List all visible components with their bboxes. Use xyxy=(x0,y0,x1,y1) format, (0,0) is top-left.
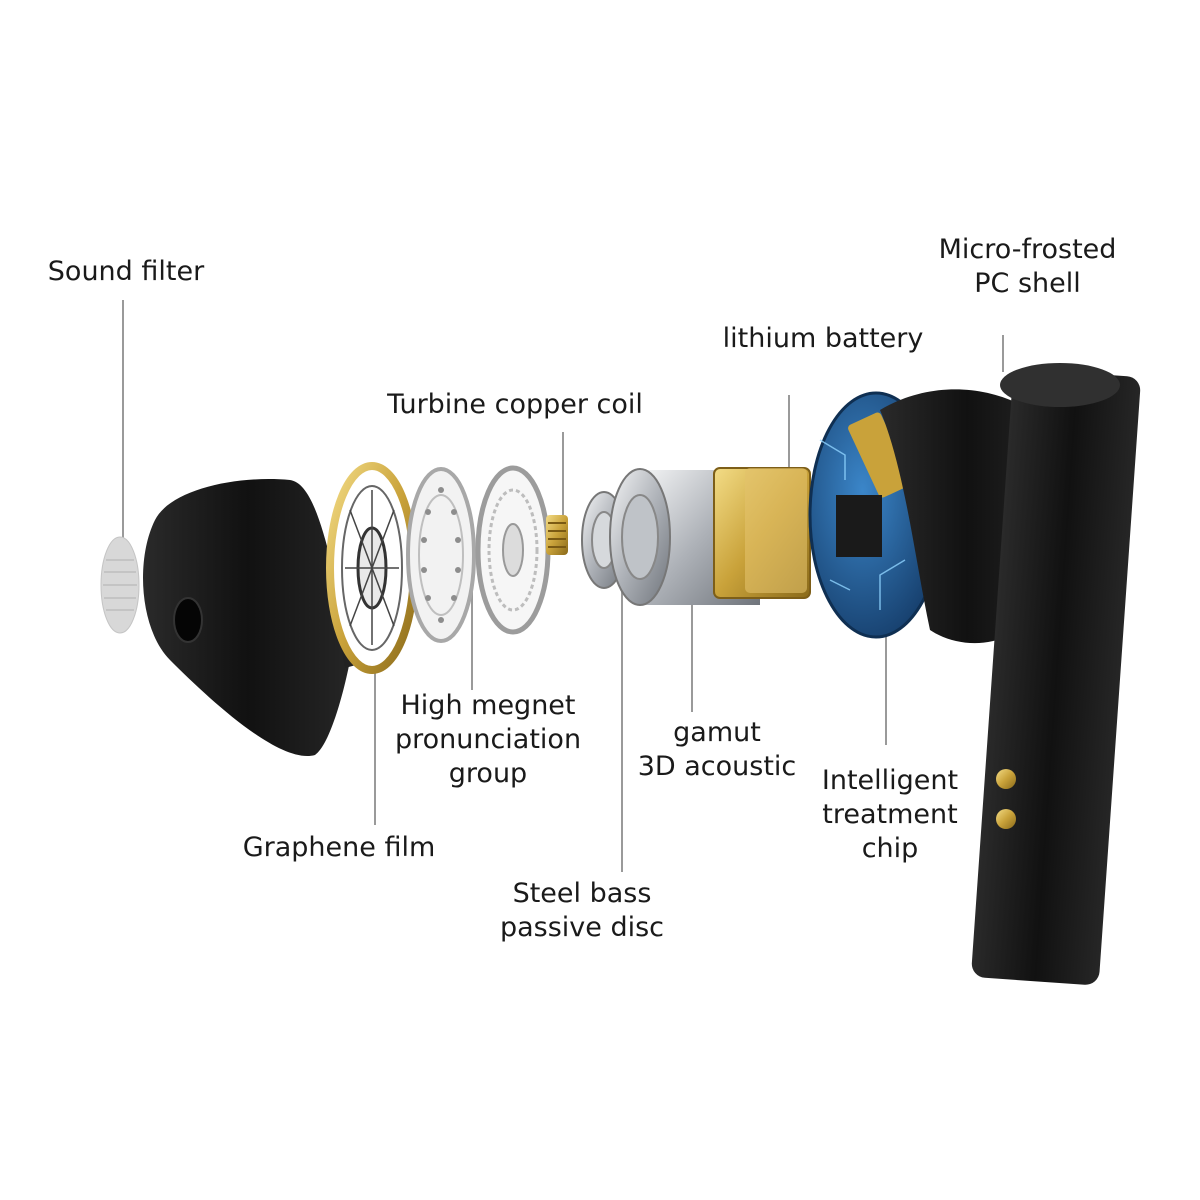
label-line: 3D acoustic xyxy=(637,751,797,782)
label-line: Graphene film xyxy=(242,832,436,863)
label-line: group xyxy=(448,758,528,789)
label-line: PC shell xyxy=(974,268,1081,299)
label-line: Intelligent xyxy=(821,765,959,796)
graphene-film xyxy=(326,462,418,674)
label-line: gamut xyxy=(673,717,761,748)
battery-block xyxy=(713,467,811,599)
label-steel-bass-disc: Steel bass passive disc xyxy=(488,877,676,945)
copper-coil xyxy=(546,515,568,555)
label-line: High megnet xyxy=(400,690,576,721)
label-line: chip xyxy=(861,833,919,864)
turbine-disc xyxy=(475,465,551,635)
label-micro-frosted-shell: Micro-frosted PC shell xyxy=(925,233,1130,301)
label-line: Turbine copper coil xyxy=(387,389,643,420)
magnet-group-disc xyxy=(406,467,476,643)
label-line: passive disc xyxy=(499,912,665,943)
rear-shell xyxy=(880,363,1141,985)
label-graphene-film: Graphene film xyxy=(230,831,448,865)
label-line: lithium battery xyxy=(722,323,924,354)
label-high-magnet-group: High megnet pronunciation group xyxy=(380,689,596,791)
label-line: Steel bass xyxy=(512,878,652,909)
label-line: Sound filter xyxy=(47,256,205,287)
label-gamut-3d-acoustic: gamut 3D acoustic xyxy=(628,716,806,784)
label-intelligent-chip: Intelligent treatment chip xyxy=(810,764,970,866)
label-sound-filter: Sound filter xyxy=(40,255,212,289)
label-line: Micro-frosted xyxy=(938,234,1117,265)
front-shell xyxy=(143,479,356,757)
label-line: treatment xyxy=(822,799,958,830)
sound-filter-mesh xyxy=(100,536,140,634)
label-lithium-battery: lithium battery xyxy=(714,322,932,356)
label-line: pronunciation xyxy=(394,724,582,755)
label-turbine-copper-coil: Turbine copper coil xyxy=(382,388,648,422)
